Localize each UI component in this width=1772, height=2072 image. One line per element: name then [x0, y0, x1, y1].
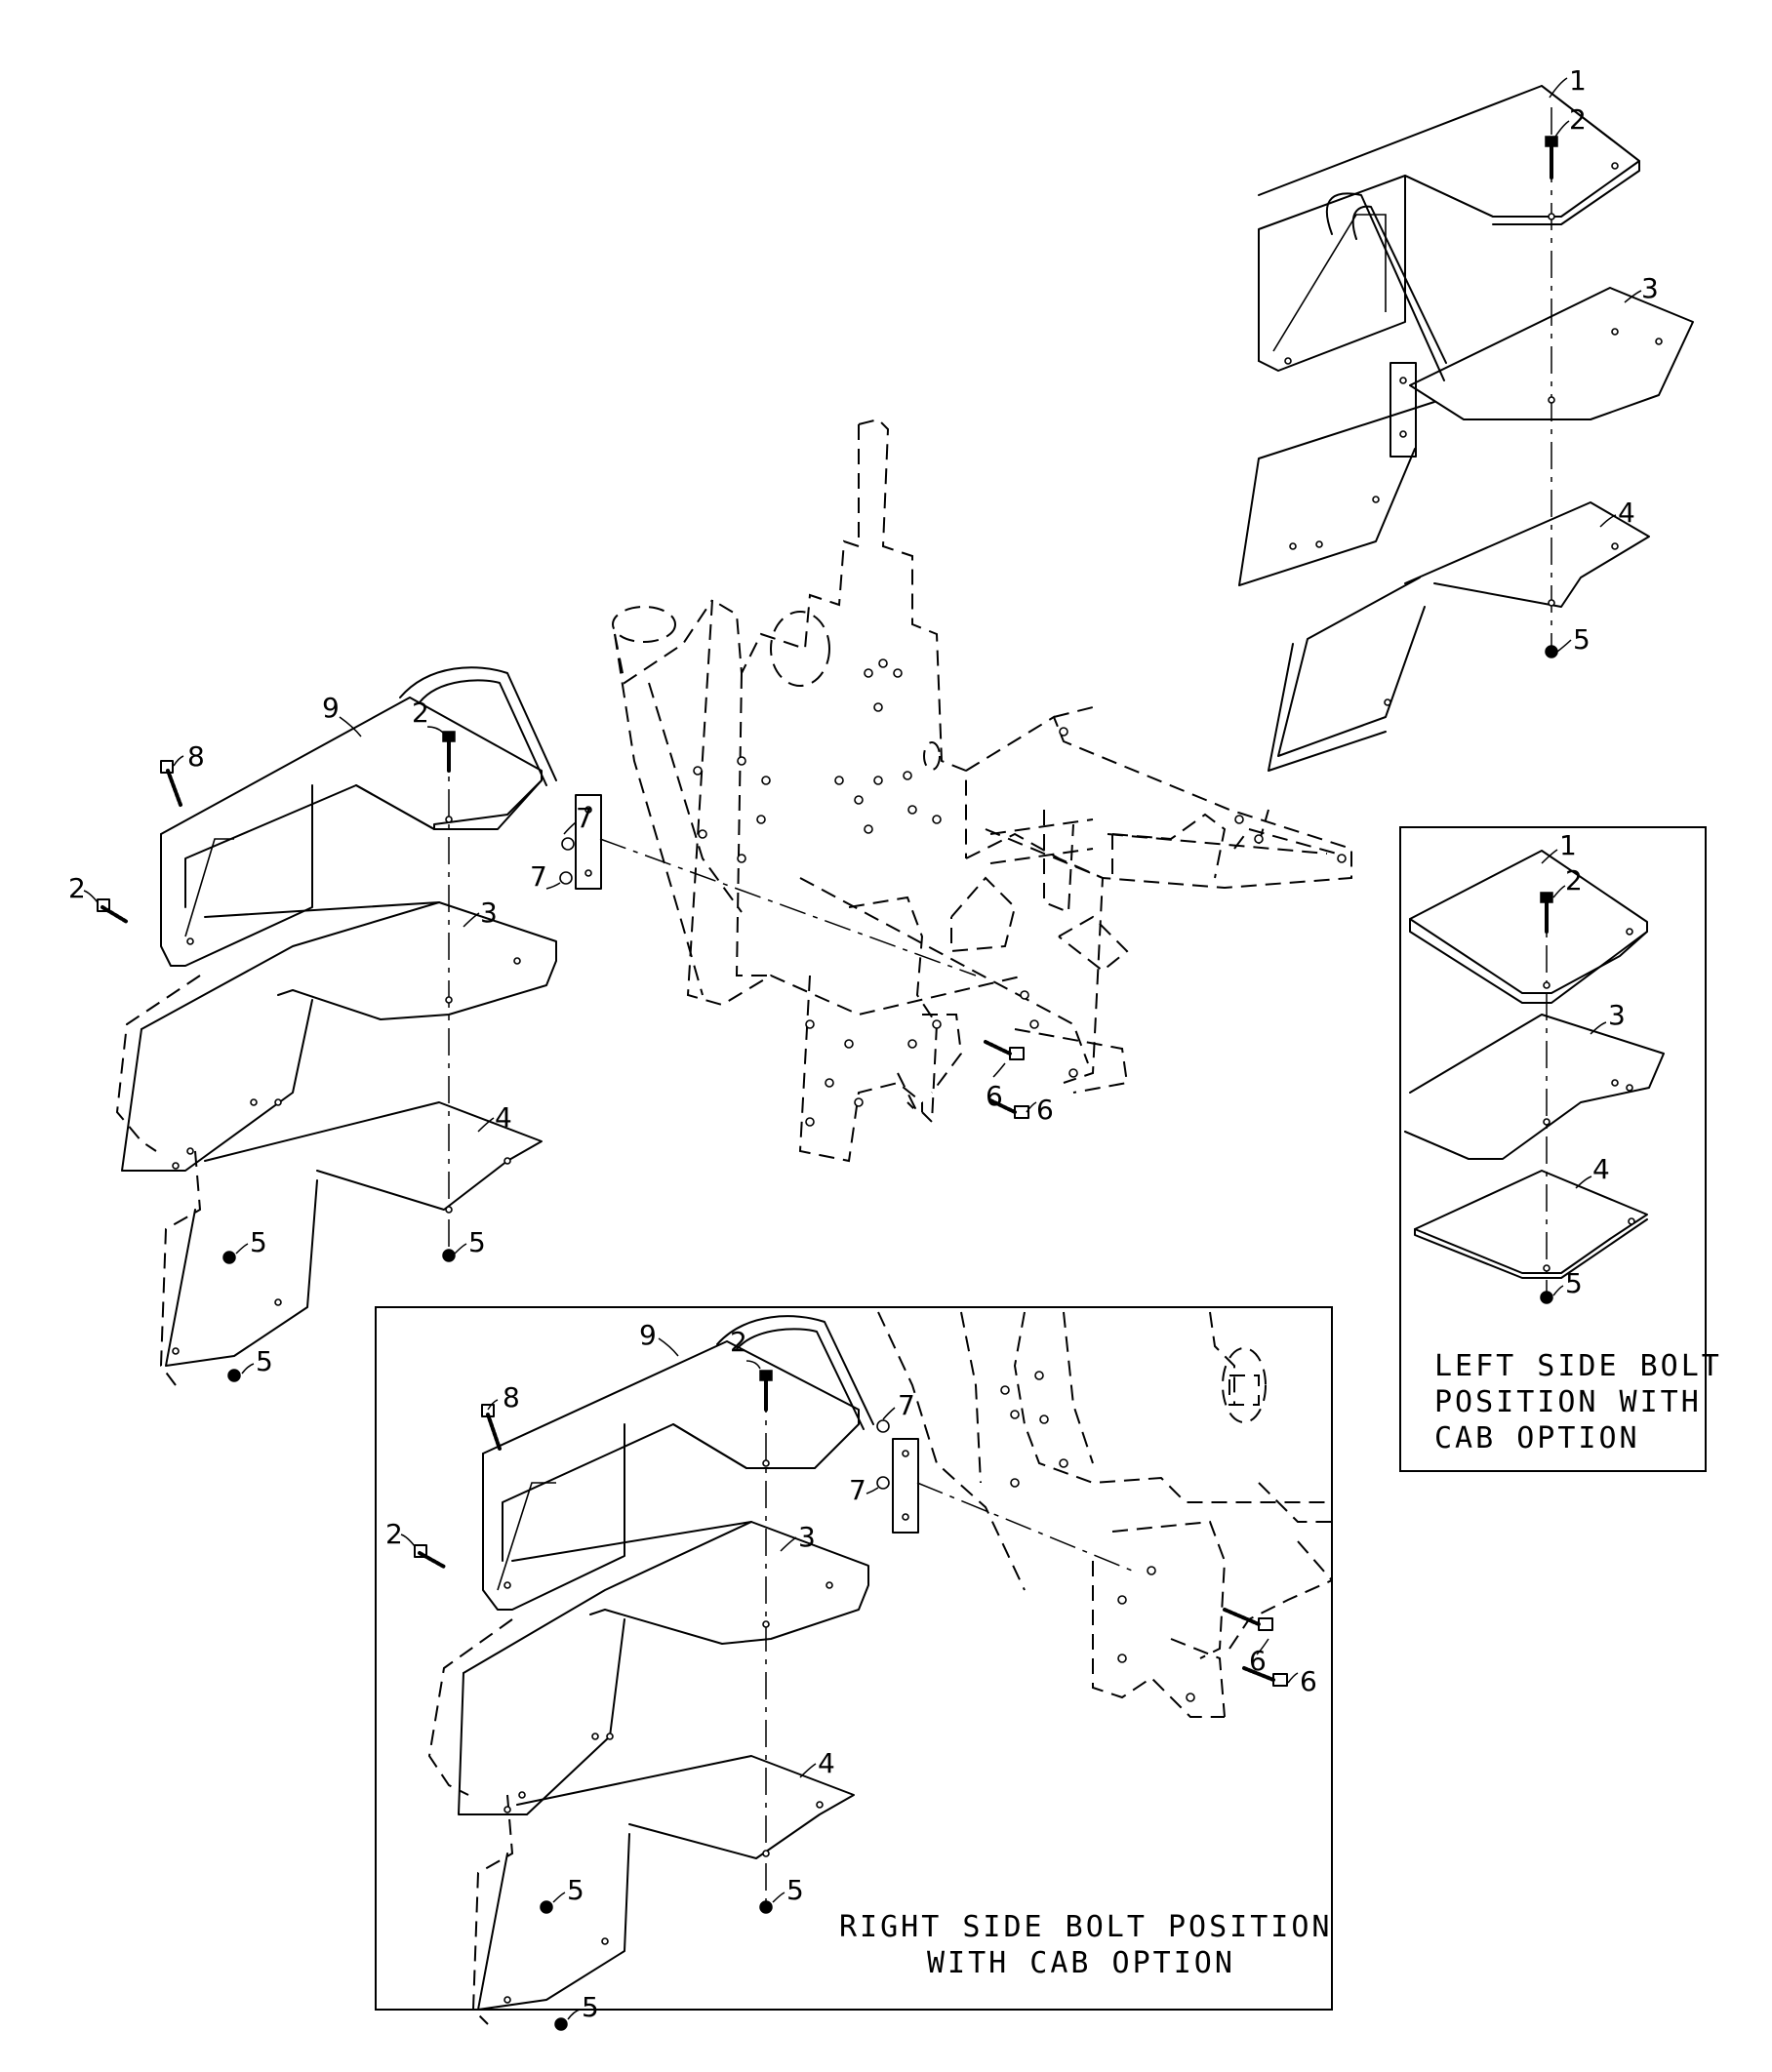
left-side-inset: 1 2 3 4 5 LEFT SIDE BOLT POSITION WITH C…: [1399, 826, 1722, 1472]
callout-3: 3: [1608, 999, 1626, 1031]
callout-8: 8: [503, 1381, 520, 1414]
callout-3: 3: [1641, 272, 1659, 304]
callout-7: 7: [530, 860, 547, 893]
callout-4: 4: [1618, 497, 1635, 529]
callout-5: 5: [1573, 623, 1591, 656]
callout-6: 6: [1249, 1645, 1267, 1677]
callout-5: 5: [250, 1226, 267, 1258]
right-side-inset: 9 2 8 7 7 2 3 4 5 5 5 6 6 RIGHT SIDE BOL…: [375, 1306, 1333, 2031]
callout-7: 7: [849, 1474, 866, 1506]
caption-left-line2: POSITION WITH: [1434, 1385, 1702, 1419]
callout-4: 4: [495, 1101, 512, 1134]
callout-2: 2: [412, 697, 429, 729]
callout-2: 2: [1565, 864, 1583, 897]
callout-4: 4: [1592, 1153, 1610, 1185]
callout-6: 6: [1036, 1094, 1054, 1126]
top-right-assembly: 1 2 3 4 5: [1238, 64, 1694, 772]
callout-2: 2: [730, 1326, 747, 1358]
callout-8: 8: [187, 740, 205, 773]
callout-7: 7: [576, 802, 593, 834]
callout-2: 2: [68, 872, 86, 904]
callout-2: 2: [1569, 103, 1587, 136]
callout-3: 3: [798, 1521, 816, 1553]
callout-5: 5: [256, 1345, 273, 1377]
caption-left-line1: LEFT SIDE BOLT: [1434, 1349, 1722, 1383]
callout-2: 2: [385, 1518, 403, 1550]
left-assembly: 9 2 8 7 7 2 3 4 5 5 5: [68, 666, 977, 1386]
callout-5: 5: [567, 1874, 584, 1906]
callout-1: 1: [1569, 64, 1587, 97]
callout-5: 5: [1565, 1267, 1583, 1299]
callout-7: 7: [898, 1389, 915, 1421]
callout-4: 4: [818, 1747, 835, 1779]
center-frame: 6 6: [612, 418, 1352, 1163]
caption-right-line1: RIGHT SIDE BOLT POSITION: [839, 1910, 1332, 1944]
callout-9: 9: [322, 692, 340, 724]
callout-6: 6: [1300, 1665, 1317, 1697]
callout-3: 3: [480, 897, 498, 929]
callout-1: 1: [1559, 829, 1577, 861]
caption-left-line3: CAB OPTION: [1434, 1421, 1640, 1455]
callout-9: 9: [639, 1319, 657, 1351]
callout-5: 5: [582, 1991, 599, 2023]
callout-6: 6: [986, 1080, 1003, 1112]
inset-frame-right: [375, 1306, 1333, 2011]
callout-5: 5: [786, 1874, 804, 1906]
inset-frame-left: [1399, 826, 1707, 1472]
callout-5: 5: [468, 1226, 486, 1258]
caption-right-line2: WITH CAB OPTION: [927, 1946, 1235, 1980]
